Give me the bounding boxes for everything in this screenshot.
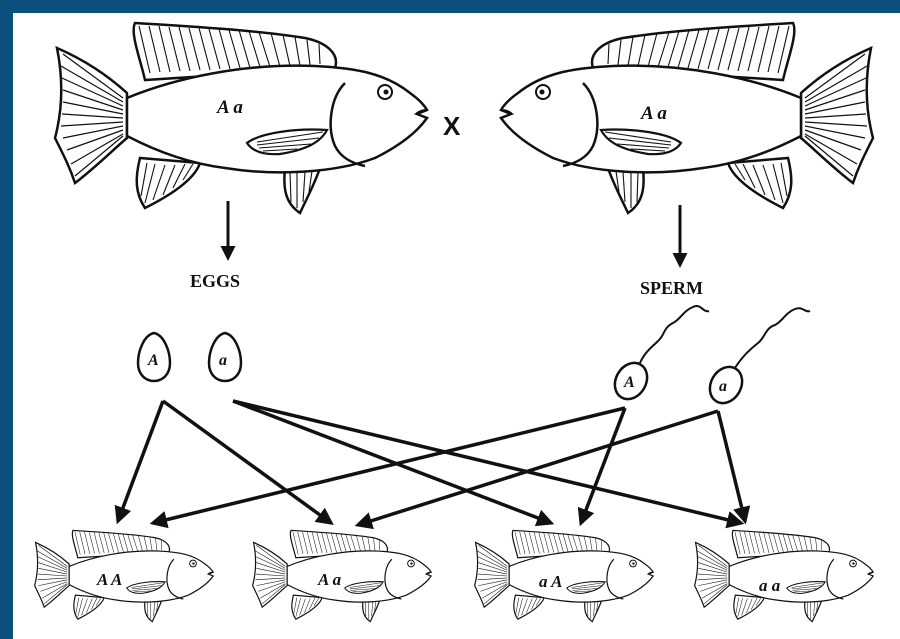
offspring-genotype-2: A a xyxy=(317,570,342,589)
cross-symbol: X xyxy=(443,111,461,141)
svg-text:A: A xyxy=(147,352,159,369)
genetics-cross-diagram: A a X A a EGGS SPERM A a A a xyxy=(13,13,900,639)
offspring-fish-3 xyxy=(475,530,654,621)
offspring-genotype-1: A A xyxy=(96,570,122,589)
sperm-label: SPERM xyxy=(640,278,703,298)
offspring-fish-1 xyxy=(35,530,214,621)
offspring-genotype-3: a A xyxy=(539,572,562,591)
female-parent-fish xyxy=(55,23,427,213)
sperm-A: A xyxy=(609,306,709,405)
svg-text:a: a xyxy=(219,352,227,369)
eggs-label: EGGS xyxy=(190,271,240,291)
offspring-fish-4 xyxy=(695,530,874,621)
egg-A: A xyxy=(138,333,170,381)
offspring-fish-2 xyxy=(253,530,432,621)
egg-a: a xyxy=(209,333,241,381)
svg-text:A: A xyxy=(623,374,635,391)
female-genotype-label: A a xyxy=(216,97,243,118)
fertilization-arrows xyxy=(118,401,745,525)
offspring-genotype-4: a a xyxy=(759,576,781,595)
male-parent-fish xyxy=(501,23,873,213)
svg-text:a: a xyxy=(719,378,727,395)
diagram-frame: A a X A a EGGS SPERM A a A a xyxy=(13,13,900,639)
sperm-a: a xyxy=(704,308,810,409)
male-genotype-label: A a xyxy=(640,103,667,124)
